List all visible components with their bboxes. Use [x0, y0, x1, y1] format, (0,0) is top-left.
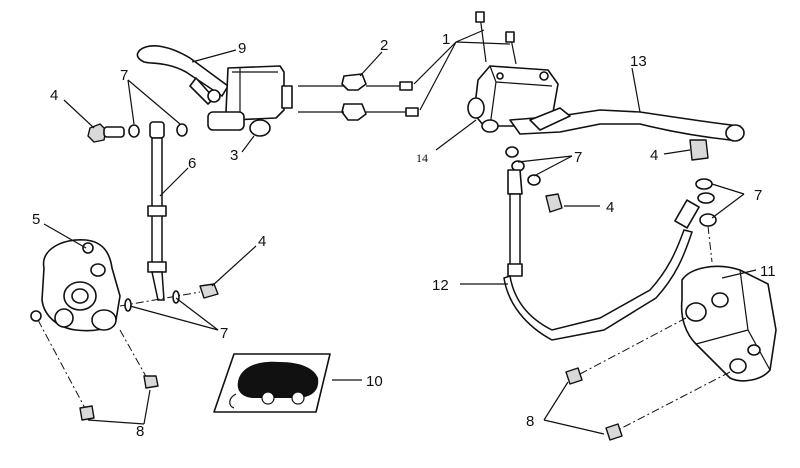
- callout-8: 8: [136, 423, 144, 440]
- callout-4: 4: [50, 87, 58, 104]
- left-banjo-bolt-and-washers: [87, 123, 188, 143]
- right-hose-and-fittings: [503, 146, 700, 341]
- left-clamp: [298, 73, 419, 121]
- callout-7: 7: [754, 187, 762, 204]
- left-caliper: [30, 239, 121, 332]
- callout-12: 12: [432, 277, 449, 294]
- callout-4: 4: [606, 199, 614, 216]
- right-caliper: [680, 265, 777, 382]
- callout-7: 7: [220, 325, 228, 342]
- right-brake-lever: [509, 107, 745, 142]
- left-caliper-bolts: [37, 319, 159, 421]
- callout-5: 5: [32, 211, 40, 228]
- left-brake-hose: [147, 121, 167, 301]
- callout-10: 10: [366, 373, 383, 390]
- brake-pad-box: [213, 353, 331, 413]
- left-hose-banjo-to-caliper: [119, 283, 219, 312]
- callout-8: 8: [526, 413, 534, 430]
- callout-2: 2: [380, 37, 388, 54]
- callout-9: 9: [238, 40, 246, 57]
- leader-lines: [43, 29, 757, 435]
- callout-1: 1: [442, 31, 450, 48]
- callout-labels: 9 2 7 4 3 6 5 4 7 8 10 1 13 14 7 4 4 7 1…: [32, 31, 776, 440]
- right-caliper-bolts: [565, 317, 731, 441]
- callout-4: 4: [650, 147, 658, 164]
- callout-3: 3: [230, 147, 238, 164]
- callout-4: 4: [258, 233, 266, 250]
- callout-14: 14: [416, 151, 428, 165]
- callout-11: 11: [760, 263, 776, 280]
- left-master-cylinder: [207, 65, 293, 137]
- right-washers-and-bolt: [689, 139, 717, 263]
- callout-7: 7: [574, 149, 582, 166]
- callout-13: 13: [630, 53, 647, 70]
- callout-6: 6: [188, 155, 196, 172]
- callout-7: 7: [120, 67, 128, 84]
